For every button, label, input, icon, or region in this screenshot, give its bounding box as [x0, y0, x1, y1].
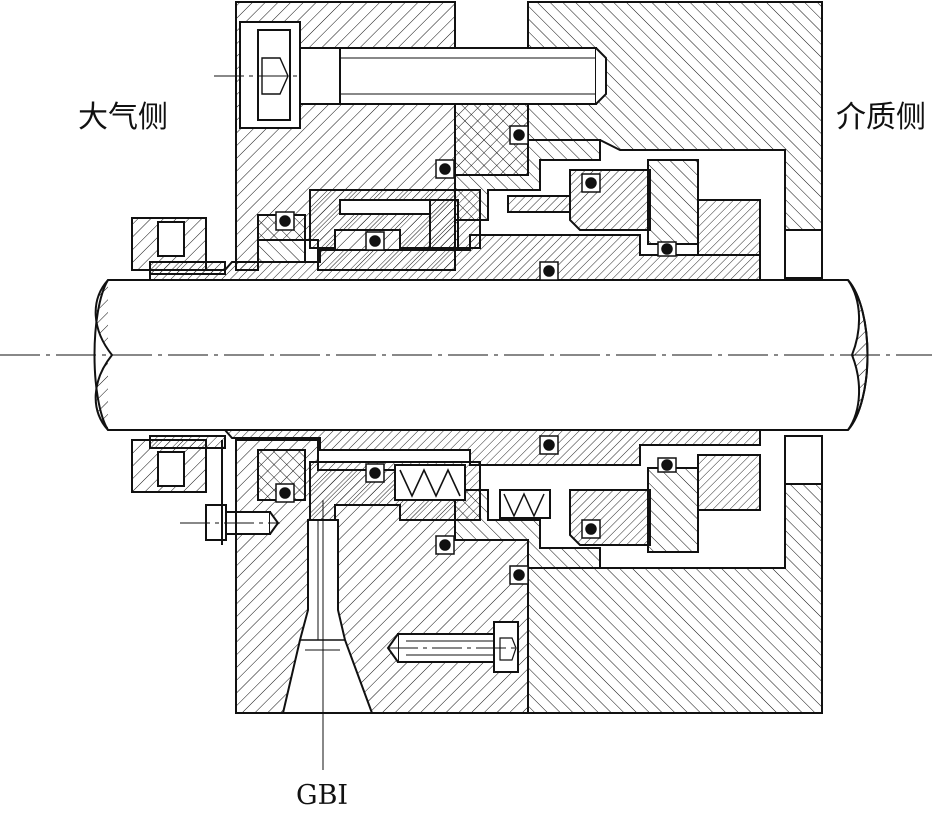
o-rings [275, 125, 677, 585]
shaft-sleeve [149, 234, 761, 466]
gbi-port-channel [281, 519, 374, 714]
gbi-port-label: GBI [296, 780, 349, 811]
spring-bottom-right [499, 489, 551, 519]
spring-bottom-left [394, 464, 466, 501]
center-lines [0, 75, 932, 770]
atmosphere-side-label: 大气侧 [78, 100, 168, 135]
medium-side-label: 介质侧 [836, 100, 926, 135]
locking-collar [131, 217, 226, 493]
